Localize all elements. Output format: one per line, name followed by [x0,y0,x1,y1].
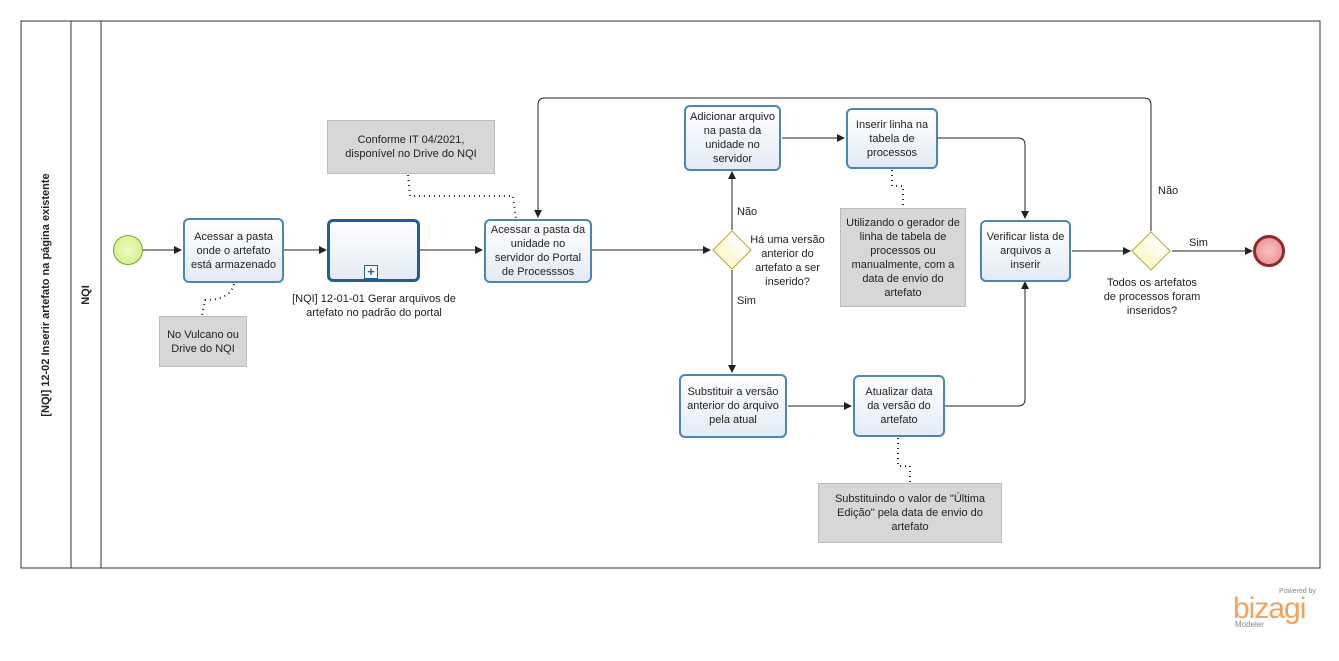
plus-icon[interactable]: + [364,265,378,279]
flow-label-nao-2: Não [1158,185,1179,197]
task-inserir-linha[interactable]: Inserir linha na tabela de processos [846,108,938,169]
assoc-ultima [897,438,911,483]
subprocess-gerar-arquivos[interactable]: + [327,219,420,282]
bizagi-wordmark: bizagi [1233,592,1306,625]
sequence-flows [143,97,1253,410]
annotation-gerador: Utilizando o gerador de linha de tabela … [840,208,966,307]
annotation-ultima-edicao: Substituindo o valor de "Última Edição" … [818,483,1002,543]
subprocess-label: [NQI] 12-01-01 Gerar arquivos de artefat… [292,293,456,319]
task-verificar-lista[interactable]: Verificar lista de arquivos a inserir [980,220,1071,282]
assoc-vulcano [201,283,235,317]
flow-gw2-nao [534,97,1152,231]
flow-atualizar-to-verificar [945,281,1029,407]
task-adicionar-arquivo[interactable]: Adicionar arquivo na pasta da unidade no… [684,105,781,171]
gateway-todos-inseridos-label: Todos os artefatos de processos foram in… [1103,277,1201,317]
associations [201,170,911,483]
end-event[interactable] [1253,235,1285,267]
assoc-gerador [891,170,904,208]
pool-title: [NQI] 12-02 Inserir artefato na página e… [40,173,52,417]
assoc-it [407,174,517,220]
task-substituir-versao[interactable]: Substituir a versão anterior do arquivo … [679,374,787,438]
modeler-text: Modeler [1235,620,1264,629]
bizagi-logo: Powered by bizagi Modeler [1233,588,1319,629]
gateway-versao-anterior-label: Há uma versão anterior do artefato a ser… [750,234,825,288]
task-atualizar-data[interactable]: Atualizar data da versão do artefato [853,375,945,437]
pool-border [20,20,1321,569]
annotation-it-042021: Conforme IT 04/2021, disponível no Drive… [327,120,495,174]
flow-label-sim-2: Sim [1189,237,1208,249]
annotation-vulcano: No Vulcano ou Drive do NQI [159,316,247,367]
flow-label-sim-1: Sim [737,295,756,307]
task-acessar-pasta[interactable]: Acessar a pasta onde o artefato está arm… [183,218,284,283]
lane-title: NQI [80,285,92,305]
flow-label-nao-1: Não [737,206,758,218]
powered-by-text: Powered by [1279,588,1316,595]
flow-inserir-to-verificar [938,137,1029,219]
task-acessar-unidade[interactable]: Acessar a pasta da unidade no servidor d… [484,219,592,283]
start-event[interactable] [113,235,143,265]
